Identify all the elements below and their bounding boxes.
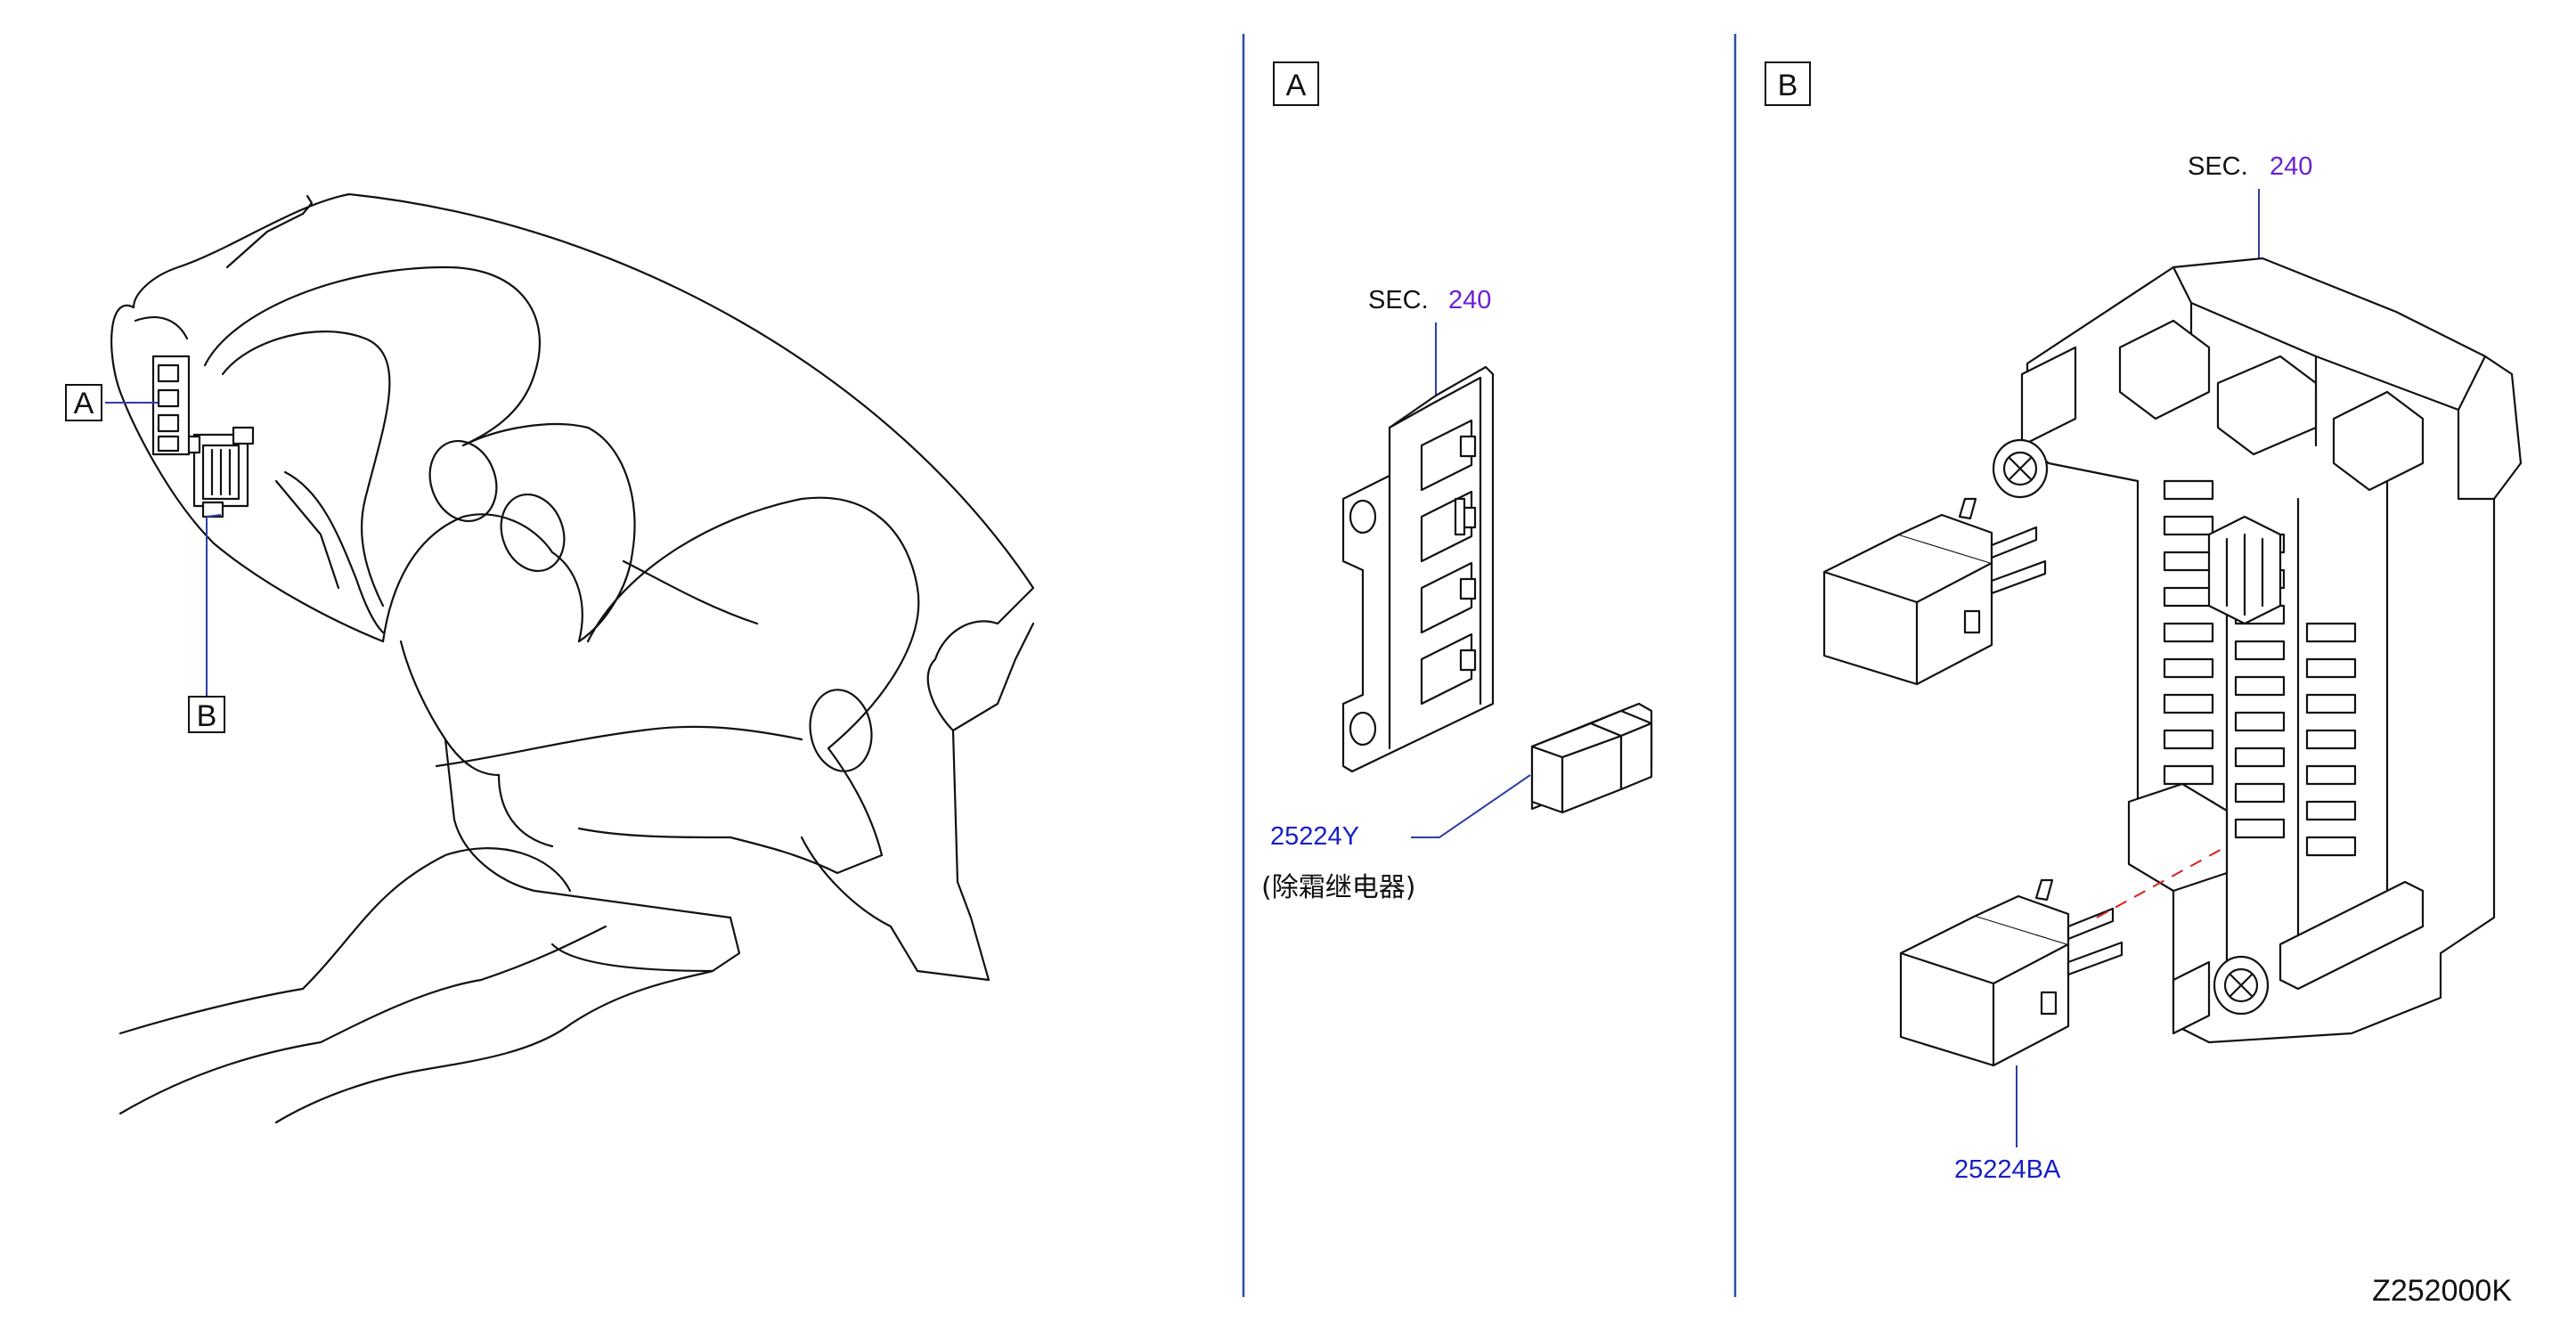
view-b-label: B (1765, 61, 1811, 106)
view-a-part-number: 25224Y (1270, 822, 1359, 851)
drawing-code: Z252000K (2372, 1274, 2512, 1308)
fuse-block (1992, 257, 2523, 1044)
instrument-panel-illustration (110, 192, 1035, 1124)
callout-b: B (188, 696, 225, 733)
install-path (2096, 845, 2228, 918)
relay-upper (1822, 497, 2047, 686)
view-b-part-number: 25224BA (1954, 1155, 2061, 1184)
view-b-sec-number: 240 (2270, 152, 2312, 181)
relay-25224y (1530, 702, 1653, 814)
view-b-sec-prefix: SEC. (2188, 152, 2248, 181)
view-a-label: A (1273, 61, 1319, 106)
view-a-sec-prefix: SEC. (1368, 286, 1429, 314)
svg-text:A: A (1286, 69, 1307, 102)
overview-fuse-block-icon (182, 426, 255, 518)
overview-relay-bracket-icon (151, 355, 191, 456)
svg-text:A: A (74, 387, 94, 420)
relay-bracket (1341, 365, 1495, 773)
svg-text:B: B (1778, 69, 1798, 102)
view-a-part-description: (除霜继电器) (1261, 872, 1415, 903)
svg-text:B: B (197, 699, 217, 733)
relay-25224ba (1899, 878, 2124, 1067)
view-a-sec-number: 240 (1448, 286, 1491, 314)
callout-a: A (65, 384, 102, 421)
